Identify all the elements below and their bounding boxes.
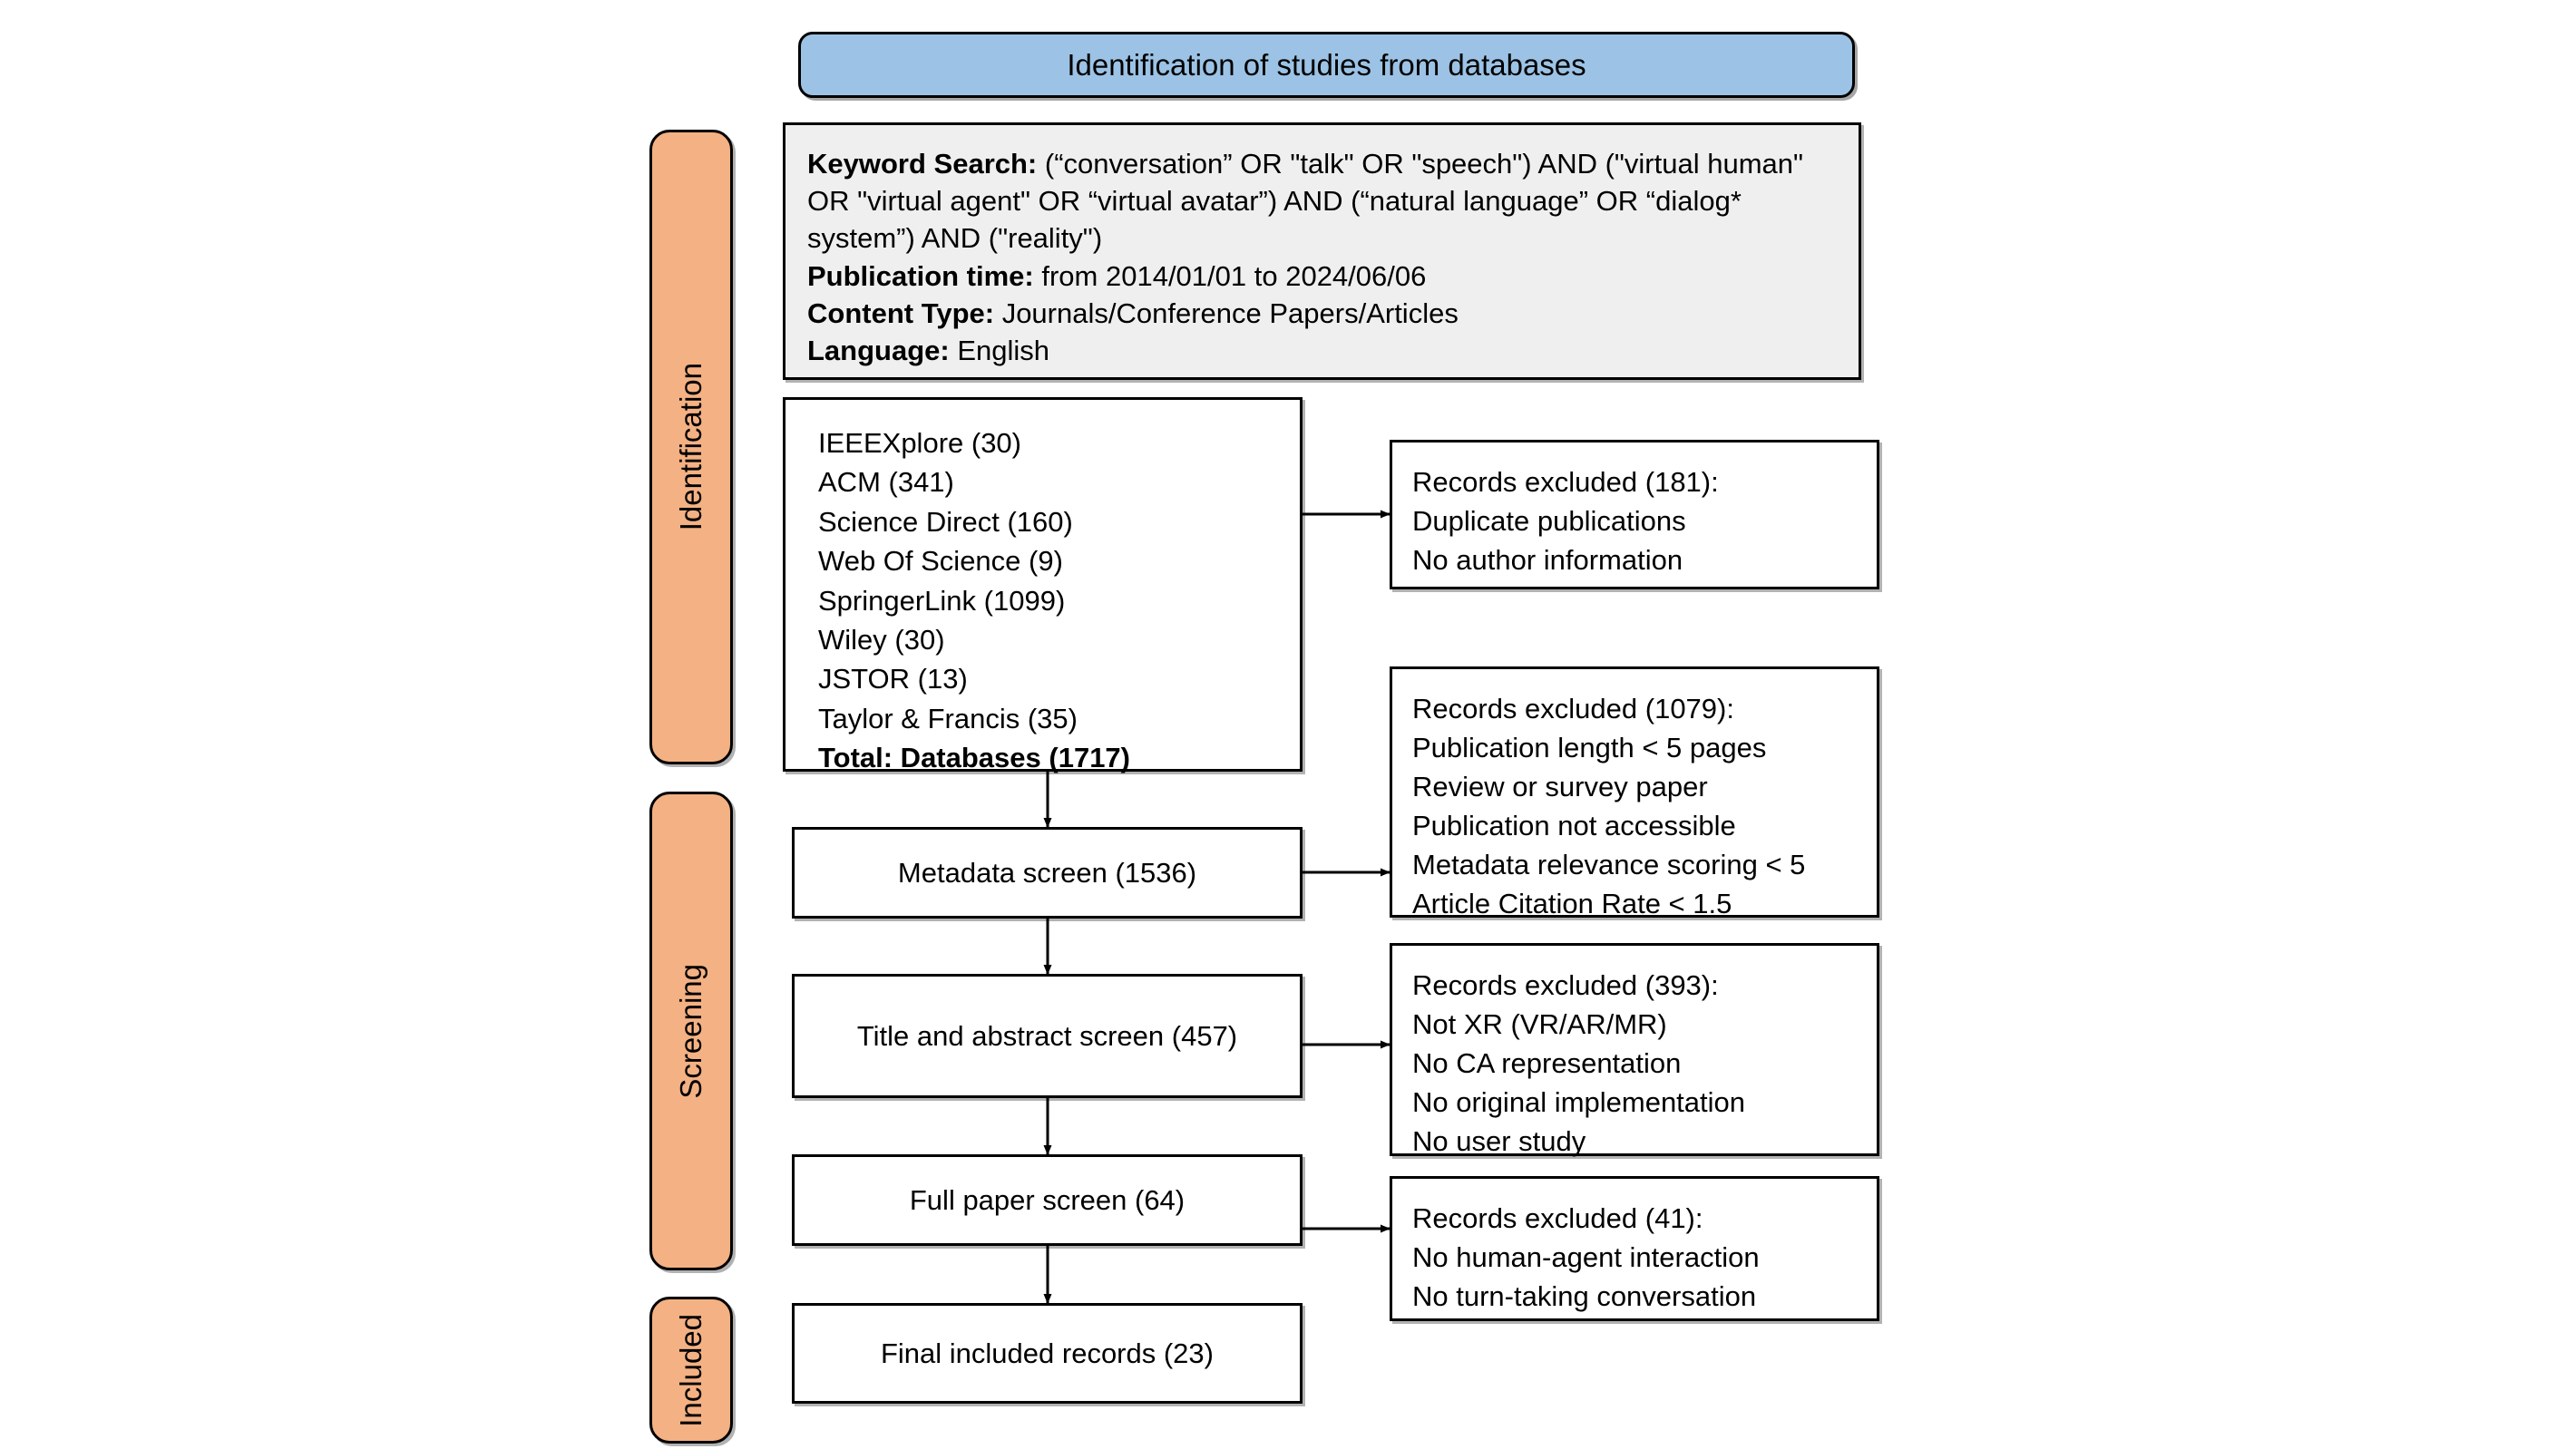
step-final-included-records: Final included records (23): [792, 1303, 1303, 1404]
excluded-heading: Records excluded (181):: [1412, 466, 1719, 498]
stage-label-included: Included: [673, 1313, 707, 1427]
excluded-heading: Records excluded (393):: [1412, 969, 1719, 1001]
excluded-box-181: Records excluded (181): Duplicate public…: [1390, 440, 1879, 589]
excluded-reason: No original implementation: [1412, 1086, 1746, 1119]
stage-bar-identification: Identification: [649, 130, 733, 764]
excluded-heading: Records excluded (41):: [1412, 1202, 1703, 1234]
list-item: Web Of Science (9): [818, 545, 1063, 578]
header-title: Identification of studies from databases: [1067, 47, 1586, 82]
excluded-reason: Publication length < 5 pages: [1412, 732, 1767, 764]
list-item: JSTOR (13): [818, 663, 968, 695]
search-criteria-panel: Keyword Search: (“conversation” OR "talk…: [783, 122, 1861, 380]
criteria-publication-time-value: from 2014/01/01 to 2024/06/06: [1033, 259, 1427, 292]
database-counts-panel: IEEEXplore (30) ACM (341) Science Direct…: [783, 397, 1303, 773]
criteria-content-type-value: Journals/Conference Papers/Articles: [994, 297, 1459, 329]
excluded-reason: Publication not accessible: [1412, 810, 1736, 842]
criteria-publication-time: Publication time: from 2014/01/01 to 202…: [807, 258, 1837, 295]
stage-label-identification: Identification: [673, 363, 707, 531]
excluded-reason: No CA representation: [1412, 1047, 1682, 1080]
excluded-box-1079: Records excluded (1079): Publication len…: [1390, 666, 1879, 919]
excluded-reason: Review or survey paper: [1412, 771, 1708, 803]
excluded-reason: No turn-taking conversation: [1412, 1280, 1757, 1313]
criteria-content-type-label: Content Type:: [807, 297, 995, 329]
criteria-publication-time-label: Publication time:: [807, 259, 1034, 292]
excluded-box-41: Records excluded (41): No human-agent in…: [1390, 1176, 1879, 1321]
criteria-language-value: English: [949, 335, 1050, 367]
criteria-keyword-search: Keyword Search: (“conversation” OR "talk…: [807, 145, 1837, 258]
database-total: Total: Databases (1717): [818, 742, 1130, 774]
list-item: IEEEXplore (30): [818, 427, 1021, 459]
excluded-heading: Records excluded (1079):: [1412, 693, 1734, 724]
header-identification-banner: Identification of studies from databases: [798, 32, 1855, 98]
excluded-reason: Not XR (VR/AR/MR): [1412, 1008, 1667, 1041]
step-full-paper-screen-label: Full paper screen (64): [909, 1183, 1186, 1216]
criteria-keyword-search-label: Keyword Search:: [807, 148, 1038, 180]
list-item: ACM (341): [818, 466, 954, 499]
step-title-abstract-screen: Title and abstract screen (457): [792, 974, 1303, 1098]
step-metadata-screen-label: Metadata screen (1536): [897, 856, 1197, 889]
list-item: SpringerLink (1099): [818, 584, 1066, 617]
stage-bar-included: Included: [649, 1297, 733, 1444]
list-item: Taylor & Francis (35): [818, 702, 1078, 734]
excluded-reason: Metadata relevance scoring < 5: [1412, 849, 1806, 881]
stage-label-screening: Screening: [673, 963, 707, 1099]
step-title-abstract-screen-label: Title and abstract screen (457): [856, 1019, 1238, 1052]
list-item: Wiley (30): [818, 623, 945, 656]
criteria-language-label: Language:: [807, 335, 950, 367]
stage-bar-screening: Screening: [649, 792, 733, 1270]
excluded-reason: No author information: [1412, 544, 1683, 577]
excluded-reason: Article Citation Rate < 1.5: [1412, 888, 1732, 920]
criteria-content-type: Content Type: Journals/Conference Papers…: [807, 295, 1837, 332]
step-full-paper-screen: Full paper screen (64): [792, 1154, 1303, 1246]
list-item: Science Direct (160): [818, 505, 1073, 538]
excluded-reason: No user study: [1412, 1125, 1586, 1158]
step-metadata-screen: Metadata screen (1536): [792, 827, 1303, 919]
excluded-box-393: Records excluded (393): Not XR (VR/AR/MR…: [1390, 943, 1879, 1157]
step-final-included-records-label: Final included records (23): [880, 1337, 1214, 1369]
criteria-keyword-search-value: (“conversation” OR "talk" OR "speech") A…: [807, 148, 1804, 255]
criteria-language: Language: English: [807, 332, 1837, 369]
excluded-reason: Duplicate publications: [1412, 505, 1686, 538]
excluded-reason: No human-agent interaction: [1412, 1241, 1760, 1274]
